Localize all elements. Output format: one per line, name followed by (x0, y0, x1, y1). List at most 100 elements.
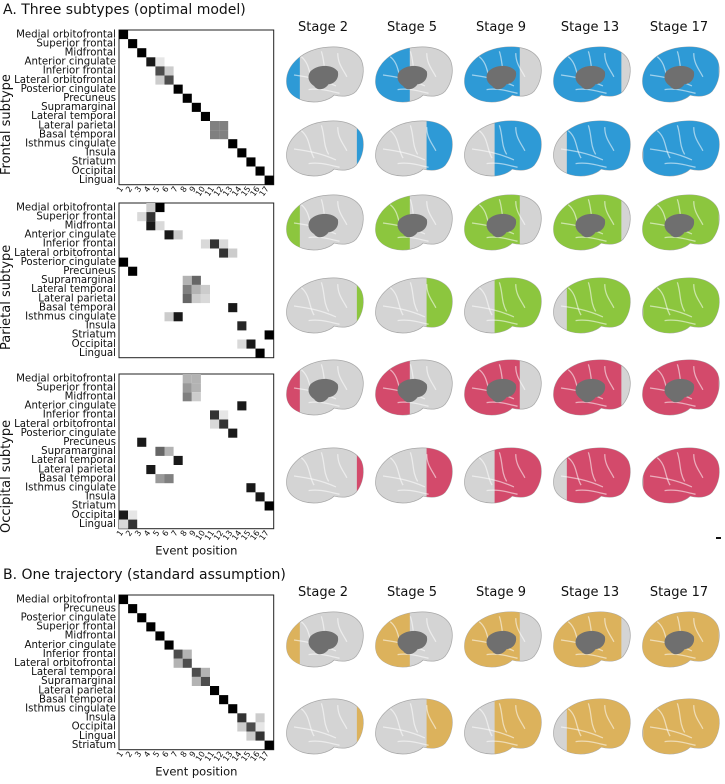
region-label: Occipital (72, 166, 116, 177)
x-tick-label: 8 (179, 750, 189, 759)
sulcus (397, 88, 429, 94)
sulcus (575, 318, 607, 325)
sulcus (320, 281, 330, 312)
sulcus (337, 704, 348, 729)
x-tick-label: 6 (160, 750, 170, 759)
region-label: Basal temporal (39, 473, 116, 484)
region-label: Lateral orbitofrontal (14, 248, 116, 259)
matrix-cell (219, 410, 229, 420)
sulcus (397, 653, 429, 659)
matrix-cell (255, 348, 265, 358)
brain-render-lateral (638, 609, 724, 675)
stage-label: Stage 2 (298, 20, 348, 35)
sulcus (426, 366, 437, 391)
brain-render-lateral (549, 44, 635, 110)
sulcus (664, 318, 696, 325)
region-label: Precuneus (63, 266, 116, 277)
x-tick-label: 2 (124, 750, 134, 759)
x-tick-label: 3 (133, 185, 143, 194)
sulcus (664, 401, 696, 407)
sulcus (498, 281, 508, 312)
sulcus (478, 707, 493, 736)
region-label: Anterior cingulate (24, 230, 116, 241)
deep-structure (308, 630, 339, 655)
matrix-cell (237, 401, 247, 411)
matrix-cell (246, 339, 256, 349)
x-tick-label: 4 (142, 750, 152, 759)
sulcus (515, 366, 526, 391)
matrix-cell (219, 239, 229, 249)
deep-structure (664, 630, 695, 655)
brain-render-medial (460, 696, 546, 762)
deep-structure (397, 65, 428, 90)
sulcus (426, 283, 437, 308)
x-tick-label: 6 (160, 185, 170, 194)
affected-region (356, 120, 364, 176)
region-label: Lateral temporal (31, 111, 116, 122)
matrix-cell (164, 446, 174, 456)
sulcus (397, 236, 429, 242)
stage-label: Stage 17 (649, 20, 709, 35)
brain-render-medial (549, 696, 635, 762)
brain-outline (286, 447, 364, 503)
brain-render-lateral (638, 357, 724, 423)
x-tick-label: 8 (179, 529, 189, 538)
sulcus (664, 88, 696, 94)
deep-structure (397, 213, 428, 238)
sulcus (337, 618, 348, 643)
matrix-cell (228, 303, 238, 313)
sulcus (575, 739, 607, 746)
sulcus (498, 125, 508, 155)
matrix-cell (264, 740, 274, 750)
stage-label: Stage 9 (476, 20, 526, 35)
sulcus (575, 162, 607, 168)
sulcus (604, 453, 615, 478)
matrix-cell (228, 248, 238, 258)
matrix-cell (173, 84, 183, 94)
sulcus (337, 201, 348, 226)
matrix-cell (128, 510, 138, 520)
sulcus (471, 304, 515, 318)
matrix-cell (191, 284, 201, 294)
sulcus (486, 318, 518, 325)
affected-region (494, 277, 542, 333)
brain-render-medial (638, 275, 724, 341)
region-label: Insula (86, 713, 116, 724)
brain-render-medial (282, 275, 368, 341)
region-label: Lingual (79, 348, 116, 359)
x-axis-label: Event position (155, 765, 237, 779)
deep-structure (664, 378, 695, 403)
affected-region (426, 447, 453, 503)
matrix-cell (255, 722, 265, 732)
region-label: Striatum (72, 330, 116, 341)
sulcus (293, 304, 337, 318)
matrix-cell (182, 374, 192, 384)
matrix-cell (155, 474, 165, 484)
sulcus (409, 125, 419, 155)
region-label: Insula (86, 148, 116, 159)
affected-region (494, 120, 542, 176)
matrix-cell (173, 649, 183, 659)
sulcus (587, 451, 597, 482)
sulcus (676, 281, 686, 312)
affected-region (494, 447, 542, 503)
matrix-cell (191, 392, 201, 402)
matrix-cell (191, 275, 201, 285)
matrix-cell (210, 419, 220, 429)
sulcus (560, 304, 604, 318)
sulcus (300, 707, 315, 736)
x-tick-label: 3 (133, 750, 143, 759)
sulcus (337, 283, 348, 308)
matrix-cell (164, 75, 174, 85)
region-label: Lateral temporal (31, 284, 116, 295)
region-label: Lingual (79, 519, 116, 530)
matrix-cell (119, 595, 129, 605)
matrix-cell (191, 667, 201, 677)
brain-render-lateral (549, 609, 635, 675)
matrix-cell (128, 266, 138, 276)
matrix-cell (155, 631, 165, 641)
sulcus (300, 456, 315, 485)
sulcus (664, 162, 696, 168)
